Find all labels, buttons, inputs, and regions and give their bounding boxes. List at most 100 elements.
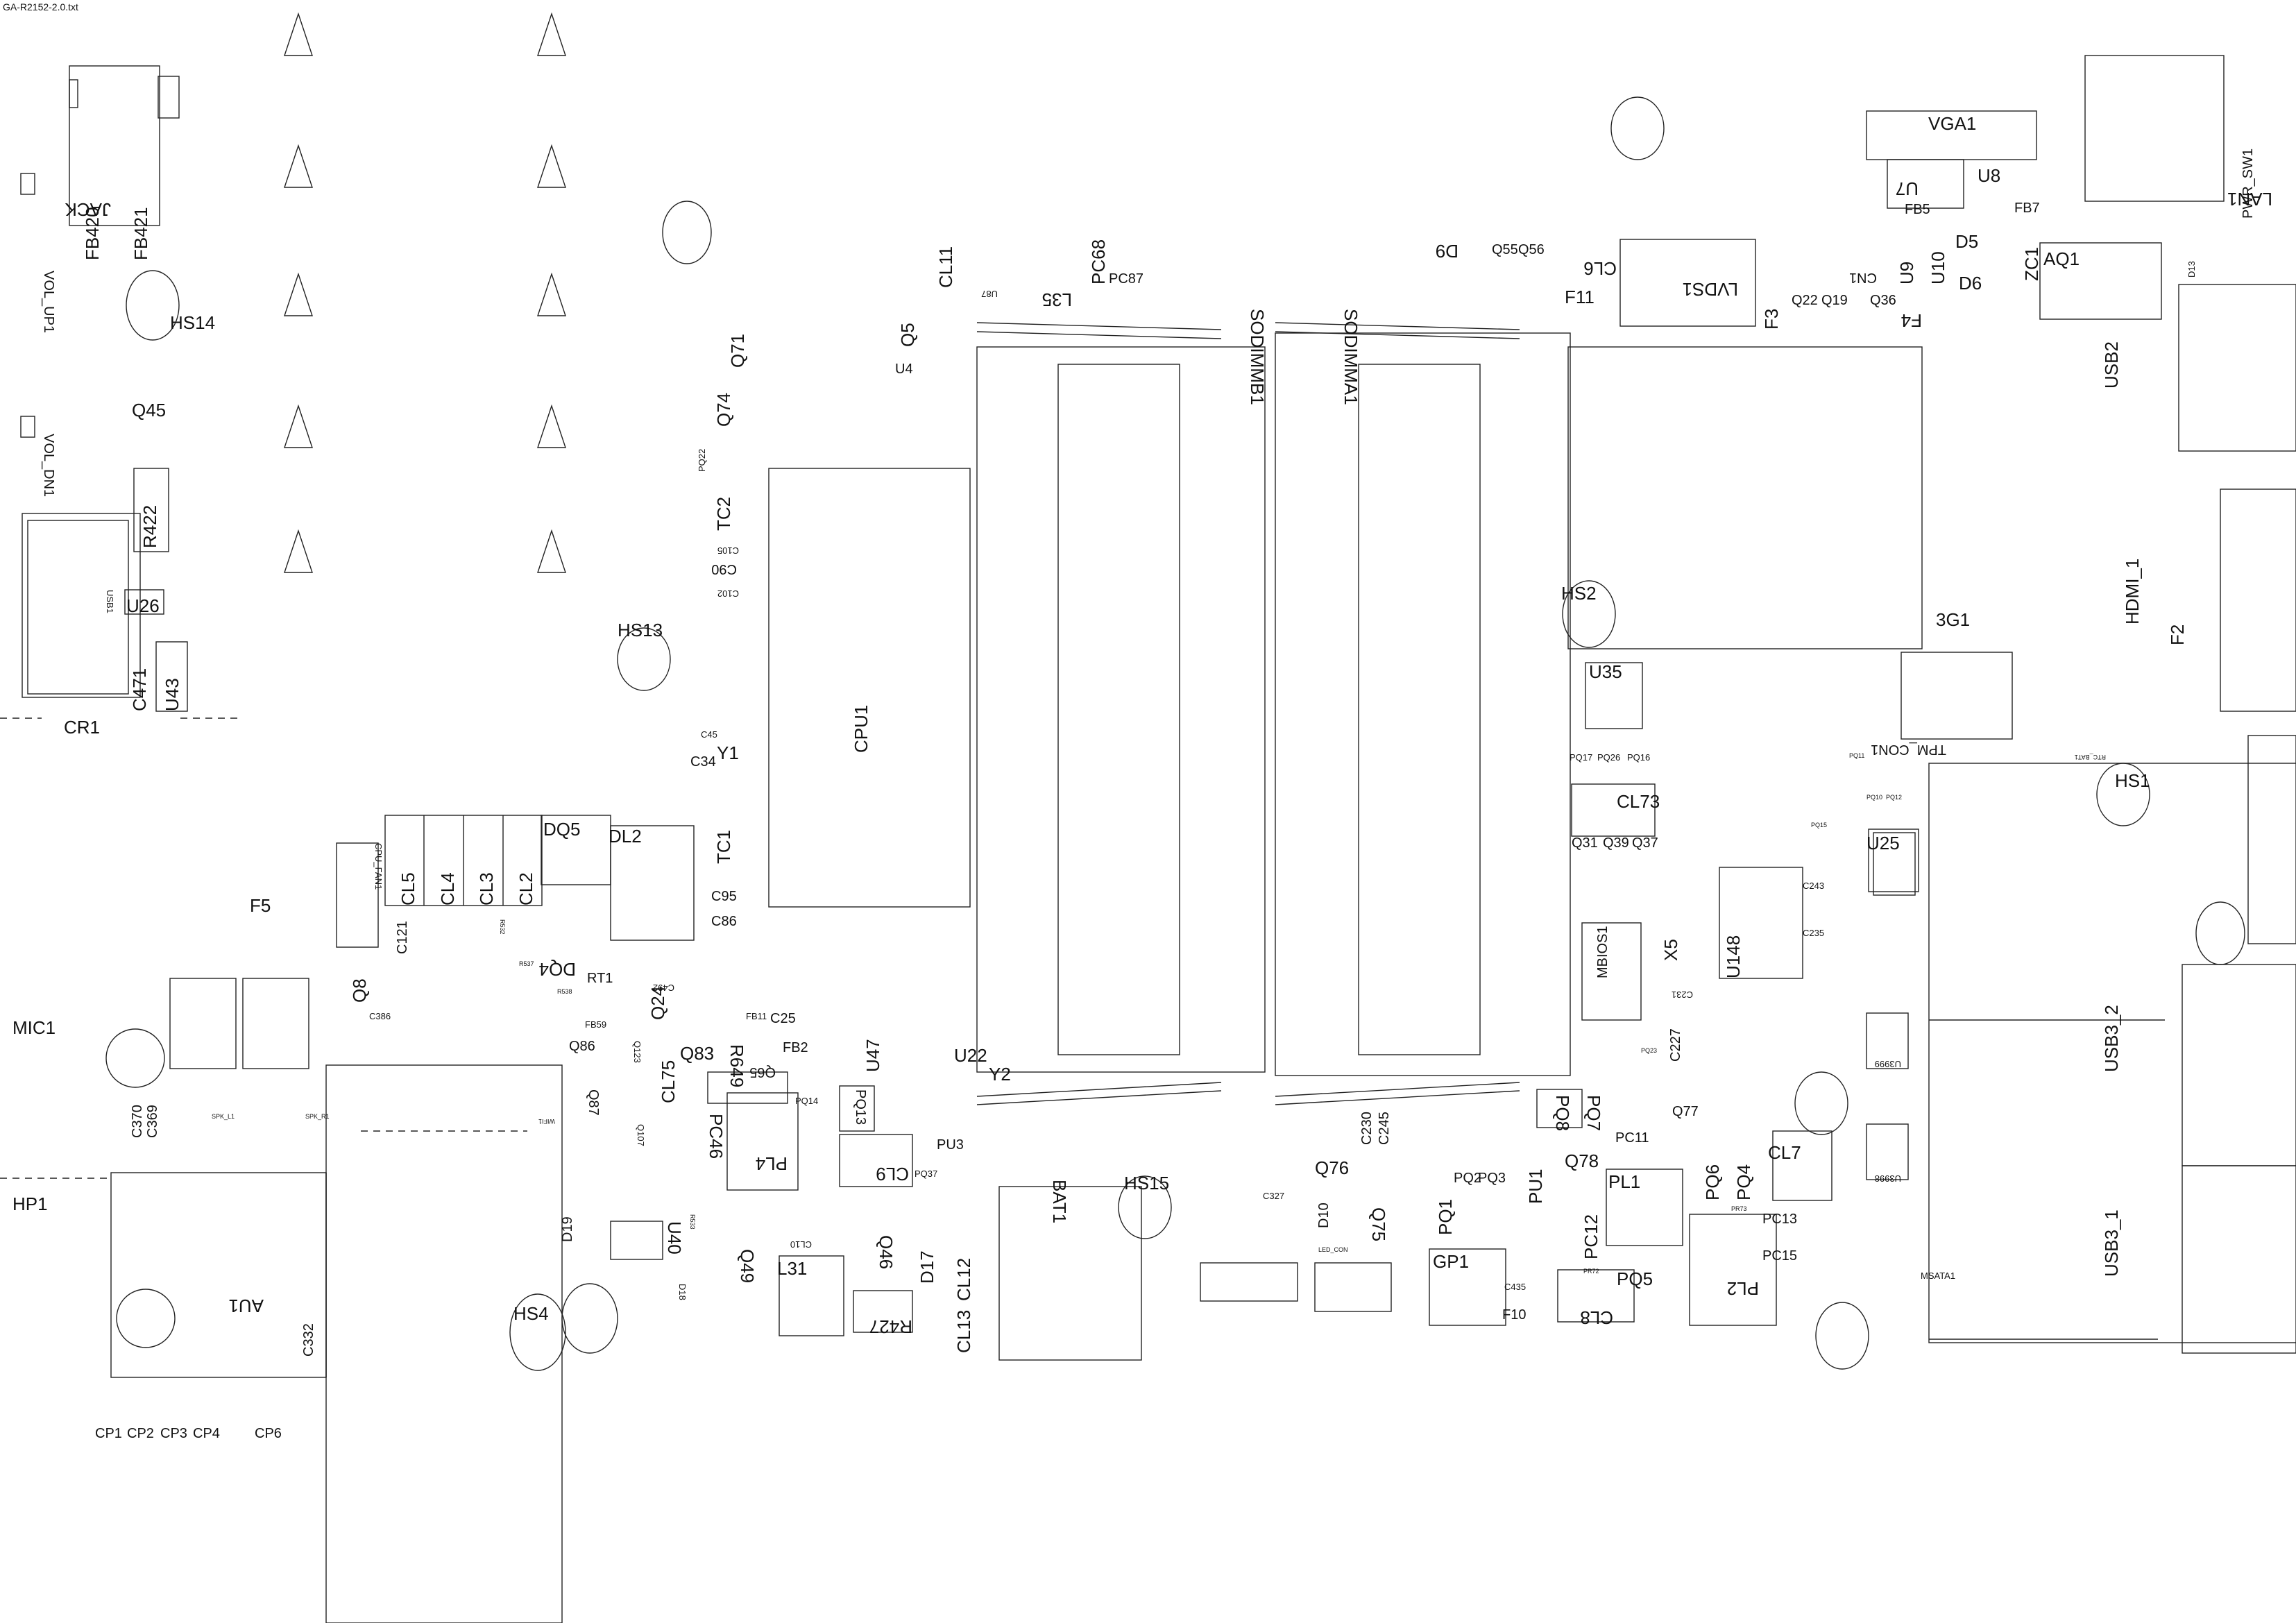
bat1-outline bbox=[998, 1186, 1142, 1361]
audio-section-outline bbox=[110, 1172, 327, 1378]
pq4-label: PQ4 bbox=[1733, 1164, 1754, 1200]
d17-label: D17 bbox=[917, 1250, 937, 1284]
tpm-outline bbox=[1900, 652, 2013, 740]
pr72-label: PR72 bbox=[1583, 1268, 1599, 1275]
d5-label: D5 bbox=[1955, 231, 1979, 252]
u47-label: U47 bbox=[862, 1039, 883, 1072]
file-title: GA-R2152-2.0.txt bbox=[3, 1, 78, 12]
lvds1-outline bbox=[1619, 239, 1756, 327]
pc46-label: PC46 bbox=[706, 1114, 726, 1159]
pl4-label: PL4 bbox=[755, 1153, 788, 1174]
y2-label: Y2 bbox=[989, 1064, 1011, 1085]
cpu1-outline bbox=[768, 468, 971, 908]
aq1-label: AQ1 bbox=[2043, 248, 2080, 269]
cp1-label: CP1 bbox=[95, 1426, 122, 1441]
c121-label: C121 bbox=[395, 921, 410, 954]
q36-label: Q36 bbox=[1870, 293, 1896, 308]
sodimma1-label: SODIMMA1 bbox=[1341, 309, 1361, 405]
l31-label: L31 bbox=[777, 1258, 808, 1279]
q74-label: Q74 bbox=[713, 392, 734, 427]
pq6-label: PQ6 bbox=[1702, 1164, 1723, 1200]
c327-label: C327 bbox=[1263, 1191, 1285, 1201]
dq5-label: DQ5 bbox=[543, 819, 581, 840]
vga1-label: VGA1 bbox=[1928, 113, 1977, 134]
c90-label: C90 bbox=[711, 561, 737, 577]
cl8-label: CL8 bbox=[1580, 1307, 1613, 1328]
hs1-label: HS1 bbox=[2115, 770, 2150, 791]
r427-label: R427 bbox=[869, 1316, 912, 1337]
fiducial-triangles bbox=[284, 12, 566, 573]
q5-label: Q5 bbox=[897, 323, 918, 347]
sodimma1-outline bbox=[1275, 332, 1571, 1076]
q56-label: Q56 bbox=[1518, 242, 1545, 257]
c243-label: C243 bbox=[1803, 881, 1825, 891]
x5-label: X5 bbox=[1660, 939, 1681, 961]
l35-label: L35 bbox=[1041, 289, 1072, 310]
tc2-label: TC2 bbox=[713, 496, 734, 531]
pl1-outline bbox=[1606, 1169, 1683, 1246]
f10-label: F10 bbox=[1502, 1307, 1527, 1323]
d13-label: D13 bbox=[2186, 261, 2197, 278]
cp2-label: CP2 bbox=[127, 1426, 154, 1441]
r533-label: R533 bbox=[689, 1214, 696, 1230]
u4-label: U4 bbox=[895, 362, 913, 377]
mic1-label: MIC1 bbox=[12, 1017, 56, 1038]
fb2-label: FB2 bbox=[783, 1040, 808, 1055]
c105-label: C105 bbox=[717, 545, 739, 556]
usb32-label: USB3_2 bbox=[2101, 1005, 2122, 1072]
hdmi1-label: HDMI_1 bbox=[2122, 558, 2143, 624]
u148-outline bbox=[1719, 867, 1803, 979]
usb31-label: USB3_1 bbox=[2101, 1209, 2122, 1277]
pq10-label: PQ10 bbox=[1866, 794, 1883, 801]
c230-label: C230 bbox=[1359, 1112, 1375, 1145]
c227-label: C227 bbox=[1668, 1028, 1683, 1062]
dl2-label: DL2 bbox=[609, 826, 642, 847]
led-con-outline bbox=[1200, 1262, 1298, 1302]
c332-label: C332 bbox=[301, 1323, 316, 1357]
bottom-bay-outline bbox=[325, 1064, 563, 1623]
vol-up1-label: VOL_UP1 bbox=[41, 271, 56, 334]
usb2-outline bbox=[2178, 284, 2296, 452]
cn1-label: CN1 bbox=[1848, 270, 1877, 285]
y1-label: Y1 bbox=[717, 742, 739, 763]
c102-label: C102 bbox=[717, 588, 739, 599]
pq11-label: PQ11 bbox=[1849, 752, 1865, 759]
cpu1-label: CPU1 bbox=[851, 704, 871, 753]
u35-outline bbox=[1585, 662, 1643, 729]
pq14-label: PQ14 bbox=[795, 1096, 819, 1106]
hs4-hole bbox=[561, 1283, 618, 1354]
c471-label: C471 bbox=[129, 668, 150, 711]
q78-label: Q78 bbox=[1565, 1150, 1599, 1171]
pq2-label: PQ2 bbox=[1454, 1171, 1482, 1186]
q49-label: Q49 bbox=[737, 1249, 758, 1284]
q22-label: Q22 bbox=[1792, 293, 1818, 308]
pq5-label: PQ5 bbox=[1617, 1268, 1653, 1289]
usb2-label: USB2 bbox=[2101, 341, 2122, 389]
c231-label: C231 bbox=[1671, 989, 1693, 1000]
mbios1-label: MBIOS1 bbox=[1595, 926, 1610, 978]
cl75-label: CL75 bbox=[658, 1060, 679, 1103]
cl6-label: CL6 bbox=[1583, 258, 1617, 279]
cl73-label: CL73 bbox=[1617, 791, 1660, 812]
c369-label: C369 bbox=[145, 1105, 160, 1138]
pl4-outline bbox=[726, 1092, 799, 1191]
pq1-label: PQ1 bbox=[1435, 1198, 1456, 1235]
d10-label: D10 bbox=[1316, 1203, 1332, 1228]
pc15-label: PC15 bbox=[1762, 1248, 1798, 1264]
usb1-label: USB1 bbox=[105, 590, 115, 613]
c45-label: C45 bbox=[701, 729, 717, 740]
c386-label: C386 bbox=[369, 1011, 391, 1021]
r422-label: R422 bbox=[139, 504, 160, 548]
pq23-label: PQ23 bbox=[1641, 1047, 1658, 1054]
dq4-label: DQ4 bbox=[538, 959, 576, 980]
cl9-outline bbox=[839, 1134, 913, 1187]
hs4-label: HS4 bbox=[513, 1303, 549, 1324]
pq37-label: PQ37 bbox=[915, 1169, 938, 1179]
hs15-hole bbox=[1118, 1175, 1172, 1239]
au1-label: AU1 bbox=[228, 1295, 264, 1316]
u3999-label: U3999 bbox=[1874, 1059, 1901, 1069]
rt1-label: RT1 bbox=[587, 971, 613, 986]
f5-label: F5 bbox=[250, 895, 271, 916]
pc13-label: PC13 bbox=[1762, 1212, 1798, 1227]
